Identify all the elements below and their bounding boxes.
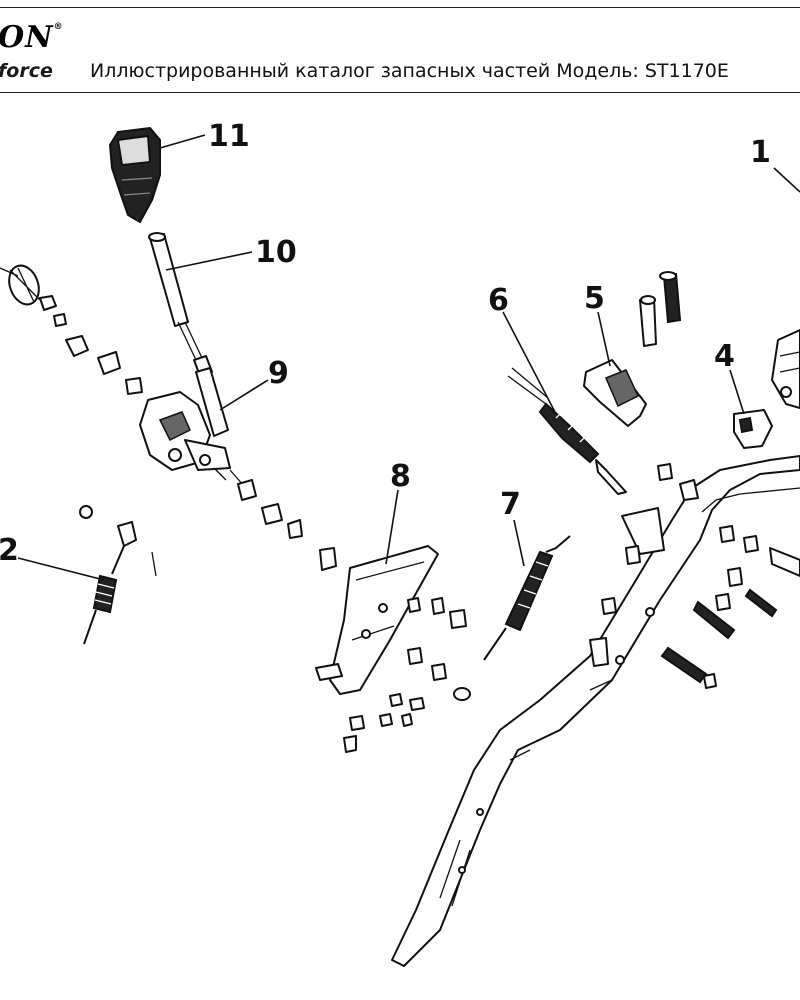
callout-8: 8 (390, 459, 411, 494)
part-10-lever-rod (148, 232, 213, 377)
callout-6: 6 (488, 283, 509, 318)
header-bottom-rule (0, 92, 800, 93)
leader-11 (159, 134, 206, 149)
leader-1 (773, 167, 800, 193)
leader-5 (597, 311, 611, 367)
callout-1: 1 (750, 135, 771, 170)
part-5-bracket (583, 359, 647, 427)
part-8-bracket-plate (315, 545, 471, 753)
part-7-spring-cable (483, 535, 571, 661)
upper-left-hardware (0, 264, 143, 395)
part-6-cable (507, 367, 627, 495)
brand-logo-subtitle: force (0, 60, 53, 82)
brand-logo: ON® (0, 20, 64, 55)
part-9-shifter-assembly (139, 367, 245, 487)
callout-10: 10 (255, 235, 297, 270)
leader-7 (513, 519, 525, 567)
callout-5: 5 (584, 281, 605, 316)
page-title: Иллюстрированный каталог запасных частей… (90, 60, 729, 82)
leader-2 (17, 557, 105, 581)
callout-7: 7 (500, 487, 521, 522)
part-2-spring-rod (83, 521, 137, 645)
part-1-upper-assembly (771, 329, 800, 409)
part-4-small-bracket (733, 409, 773, 449)
bolt-hardware-top (639, 271, 682, 347)
callout-4: 4 (714, 339, 735, 374)
shifter-lower-hardware (79, 479, 337, 577)
part-11-shift-knob (108, 126, 161, 224)
leader-10 (165, 251, 253, 271)
leader-9 (219, 379, 269, 411)
leader-4 (729, 369, 745, 415)
callout-9: 9 (268, 356, 289, 391)
frame-right-hardware (601, 463, 800, 689)
leader-8 (385, 489, 399, 565)
header-top-rule (0, 7, 800, 8)
leader-6 (502, 311, 557, 415)
callout-11: 11 (208, 119, 250, 154)
callout-2: 2 (0, 533, 19, 568)
handle-frame-tube (391, 455, 800, 967)
